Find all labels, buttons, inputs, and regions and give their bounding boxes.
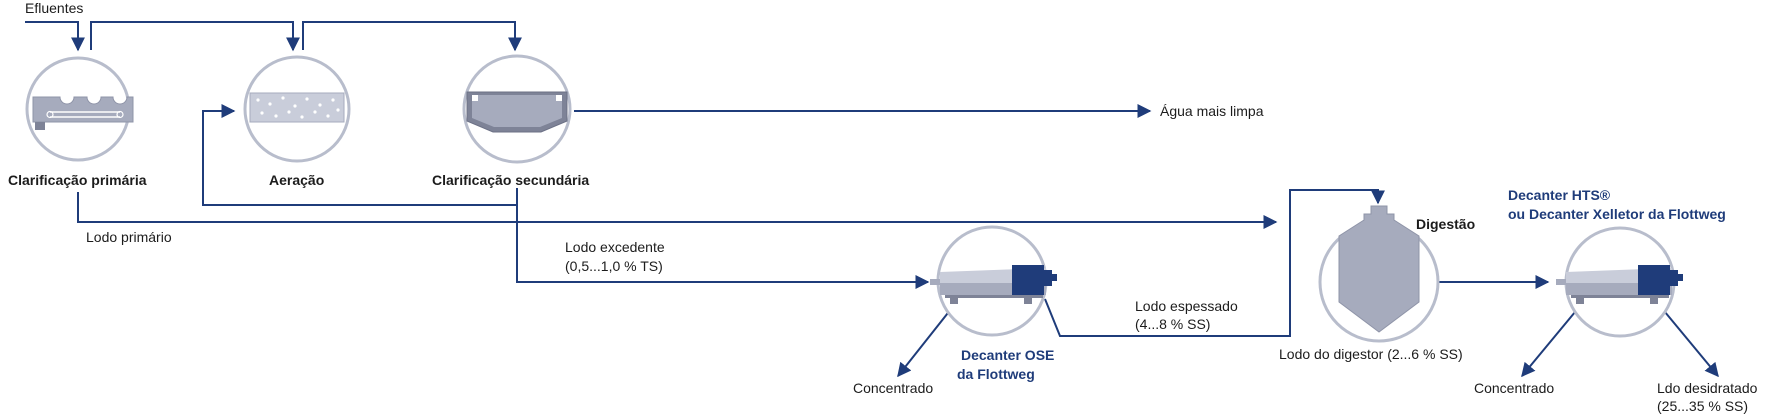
excess-sludge-label: Lodo excedente [565, 239, 665, 255]
dewatered-sludge-line [1659, 305, 1719, 378]
effluents-label: Efluentes [25, 0, 84, 16]
digester-tank [1338, 205, 1420, 333]
aeration-tank [249, 92, 345, 123]
decanter-ose-title-line1: Decanter OSE [961, 347, 1055, 363]
primary-sludge-line [77, 192, 1278, 229]
decanter-hts-title-line1: Decanter HTS® [1508, 187, 1611, 203]
primary-clarification-title: Clarificação primária [8, 172, 147, 188]
primary-clarifier-tank [32, 96, 134, 123]
thickened-sludge-value: (4...8 % SS) [1135, 316, 1211, 332]
digestion-title: Digestão [1416, 216, 1476, 232]
digester-unit [1318, 205, 1440, 343]
concentrate-1-label: Concentrado [853, 380, 934, 396]
clean-water-label: Água mais limpa [1160, 103, 1264, 119]
aeration-title: Aeração [269, 172, 325, 188]
decanter-ose-title-line2: da Flottweg [957, 366, 1035, 382]
digester-sludge-label: Lodo do digestor (2...6 % SS) [1279, 346, 1463, 362]
aeration-unit [243, 55, 351, 163]
dewatered-sludge-label: Ldo desidratado [1657, 380, 1758, 396]
primary-to-aeration-line [90, 21, 300, 52]
excess-sludge-value: (0,5...1,0 % TS) [565, 258, 663, 274]
thickened-sludge-label: Lodo espessado [1135, 298, 1238, 314]
secondary-clarification-title: Clarificação secundária [432, 172, 590, 188]
primary-sludge-label: Lodo primário [86, 229, 172, 245]
aeration-to-secondary-line [302, 21, 522, 52]
concentrate-2-label: Concentrado [1474, 380, 1555, 396]
concentrate-1-line [897, 303, 956, 378]
primary-clarifier-unit [25, 56, 134, 162]
concentrate-2-line [1521, 305, 1581, 378]
thickened-sludge-line [1044, 189, 1385, 337]
dewatered-sludge-value: (25...35 % SS) [1657, 398, 1749, 414]
return-sludge-line [202, 104, 517, 206]
secondary-clarifier-unit [462, 54, 572, 164]
decanter-hts-title-line2: ou Decanter Xelletor da Flottweg [1508, 206, 1726, 222]
effluent-inlet-line [25, 21, 85, 52]
excess-sludge-line [516, 188, 930, 289]
decanter-hts-unit [1556, 226, 1683, 338]
decanter-ose-unit [930, 225, 1057, 337]
